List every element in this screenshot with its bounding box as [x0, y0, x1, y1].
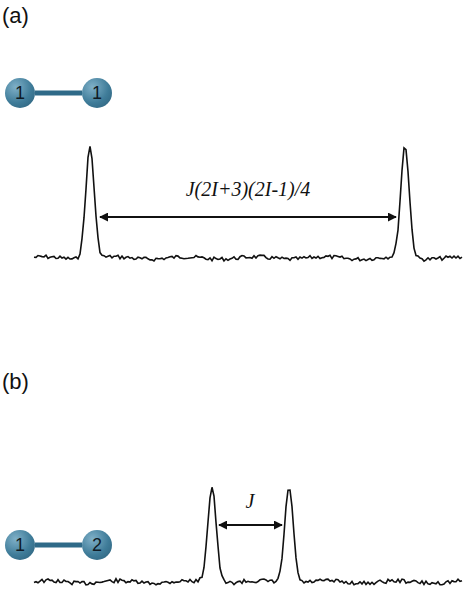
coupling-arrow: [100, 216, 396, 218]
bond-line: [35, 91, 82, 96]
atom-circle: 1: [82, 78, 112, 108]
atom-circle: 2: [82, 530, 112, 560]
spectrum-trace: [34, 487, 462, 585]
atom-number: 1: [92, 84, 102, 102]
panel-label: (b): [2, 370, 29, 394]
atom-number: 1: [15, 84, 25, 102]
coupling-label: J(2I+3)(2I-1)/4: [186, 178, 311, 200]
atom-circle: 1: [5, 78, 35, 108]
panel-label: (a): [2, 4, 29, 28]
coupling-arrow: [219, 524, 282, 526]
atom-number: 2: [92, 536, 102, 554]
bond-line: [35, 543, 82, 548]
coupling-label: J: [246, 490, 255, 512]
spectrum-trace: [34, 146, 462, 261]
atom-number: 1: [15, 536, 25, 554]
atom-circle: 1: [5, 530, 35, 560]
